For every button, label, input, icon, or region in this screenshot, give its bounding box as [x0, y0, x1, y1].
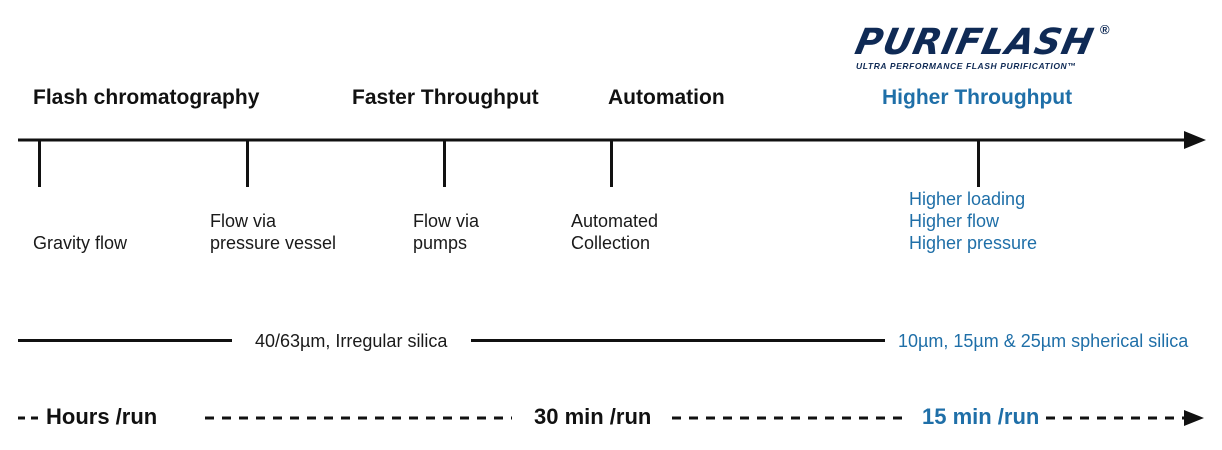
silica-line-left	[18, 339, 232, 342]
event-pressure-vessel: Flow via pressure vessel	[210, 210, 336, 254]
timeline-axis	[18, 131, 1206, 149]
tick-automated	[610, 140, 613, 187]
phase-faster-throughput: Faster Throughput	[352, 86, 539, 109]
runtime-30min-label: 30 min /run	[534, 404, 652, 429]
event-gravity-flow: Gravity flow	[33, 232, 127, 254]
event-line: Gravity flow	[33, 233, 128, 253]
phase-automation: Automation	[608, 86, 725, 109]
silica-spherical-label: 10µm, 15µm & 25µm spherical silica	[898, 331, 1189, 351]
event-line: Flow via	[210, 211, 277, 231]
silica-line-right	[471, 339, 885, 342]
event-automated-collection: Automated Collection	[571, 210, 658, 254]
event-pumps: Flow via pumps	[413, 210, 479, 254]
tick-pressure-vessel	[246, 140, 249, 187]
event-line: Collection	[571, 233, 651, 253]
puriflash-logo: PURIFLASH ® ULTRA PERFORMANCE FLASH PURI…	[850, 18, 1120, 78]
event-line: Flow via	[413, 211, 480, 231]
tick-pumps	[443, 140, 446, 187]
logo-registered-mark: ®	[1100, 22, 1110, 37]
runtime-arrowhead	[1184, 410, 1204, 426]
phase-flash-chromatography: Flash chromatography	[33, 86, 260, 109]
silica-irregular-label: 40/63µm, Irregular silica	[255, 331, 448, 351]
runtime-axis	[18, 410, 1204, 426]
logo-tagline: ULTRA PERFORMANCE FLASH PURIFICATION™	[856, 61, 1077, 71]
tick-gravity	[38, 140, 41, 187]
timeline-arrowhead	[1184, 131, 1206, 149]
event-line: Higher loading	[909, 189, 1026, 209]
phase-higher-throughput: Higher Throughput	[882, 86, 1073, 109]
event-line: Higher flow	[909, 211, 1000, 231]
event-line: Higher pressure	[909, 233, 1038, 253]
logo-brand-text: PURIFLASH	[851, 22, 1098, 63]
runtime-15min-label: 15 min /run	[922, 404, 1040, 429]
event-puriflash-benefits: Higher loading Higher flow Higher pressu…	[909, 188, 1037, 254]
runtime-hours-label: Hours /run	[46, 404, 158, 429]
event-line: Automated	[571, 211, 659, 231]
event-line: pressure vessel	[210, 233, 337, 253]
event-line: pumps	[413, 233, 468, 253]
tick-puriflash	[977, 140, 980, 187]
